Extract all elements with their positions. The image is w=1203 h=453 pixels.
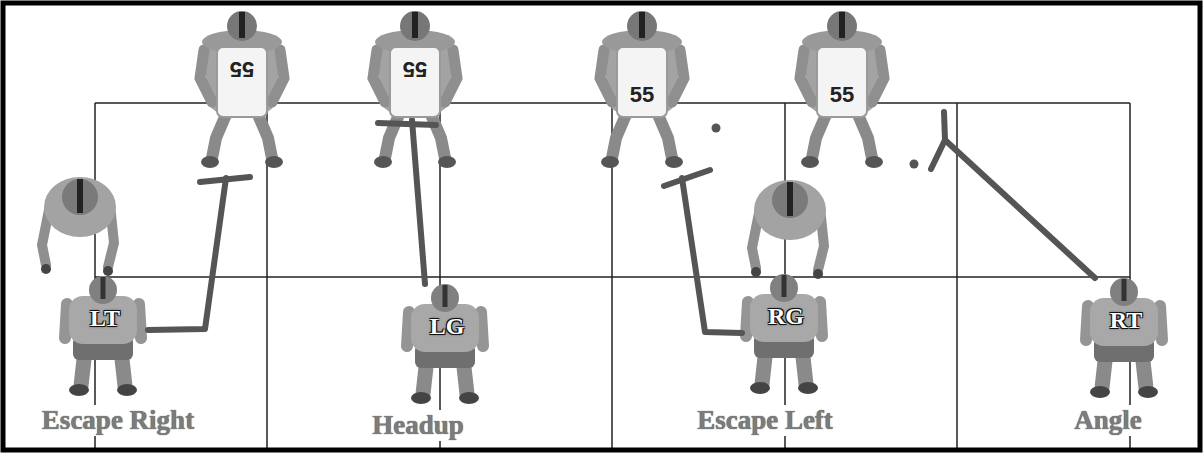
block-cap [378,123,436,125]
pad-number: 55 [616,46,668,118]
block-cap-stroke [664,170,710,186]
defender-pad: 55 [368,10,463,120]
block-dot [712,124,721,133]
drill-name: Escape Right [39,405,197,436]
defender-figure [600,11,684,168]
position-label: RG [742,302,830,330]
defender-pad: 55 [195,10,290,178]
drill-name: Escape Left [694,405,836,436]
defender-figure [200,11,284,168]
position-label: LT [62,304,148,332]
block-cap-stroke [931,140,945,169]
lineman-figure [65,276,141,396]
lineman-jersey: LG [405,284,489,396]
defender-figure [800,11,884,168]
crouching-defender [751,180,826,279]
pad-number: 55 [216,46,268,118]
position-label: RT [1084,306,1168,334]
block-cap [200,177,250,182]
lineman-figure [407,284,483,404]
block-path [148,178,226,330]
block-path [682,178,742,333]
block-path [412,120,425,284]
block-cap-stroke [944,112,945,140]
lineman-figure [1086,278,1162,398]
block-dot [910,160,919,169]
lineman-jersey: RG [742,274,830,394]
lineman-figure [746,274,822,394]
crouching-defender [41,177,116,276]
drill-name: Headup [369,410,467,441]
frame-border [3,3,1200,450]
position-label: LG [405,312,489,340]
block-cap [664,124,721,187]
pad-number: 55 [389,46,441,118]
block-cap-stroke [200,177,250,182]
block-cap-stroke [378,123,436,125]
lineman-jersey: RT [1084,278,1168,394]
block-path [945,140,1095,278]
defender-pad: 55 [595,10,690,178]
lineman-jersey: LT [62,276,148,394]
drill-name: Angle [1071,405,1145,436]
pad-number: 55 [816,46,868,118]
block-cap [910,112,946,169]
defender-pad: 55 [795,10,945,140]
